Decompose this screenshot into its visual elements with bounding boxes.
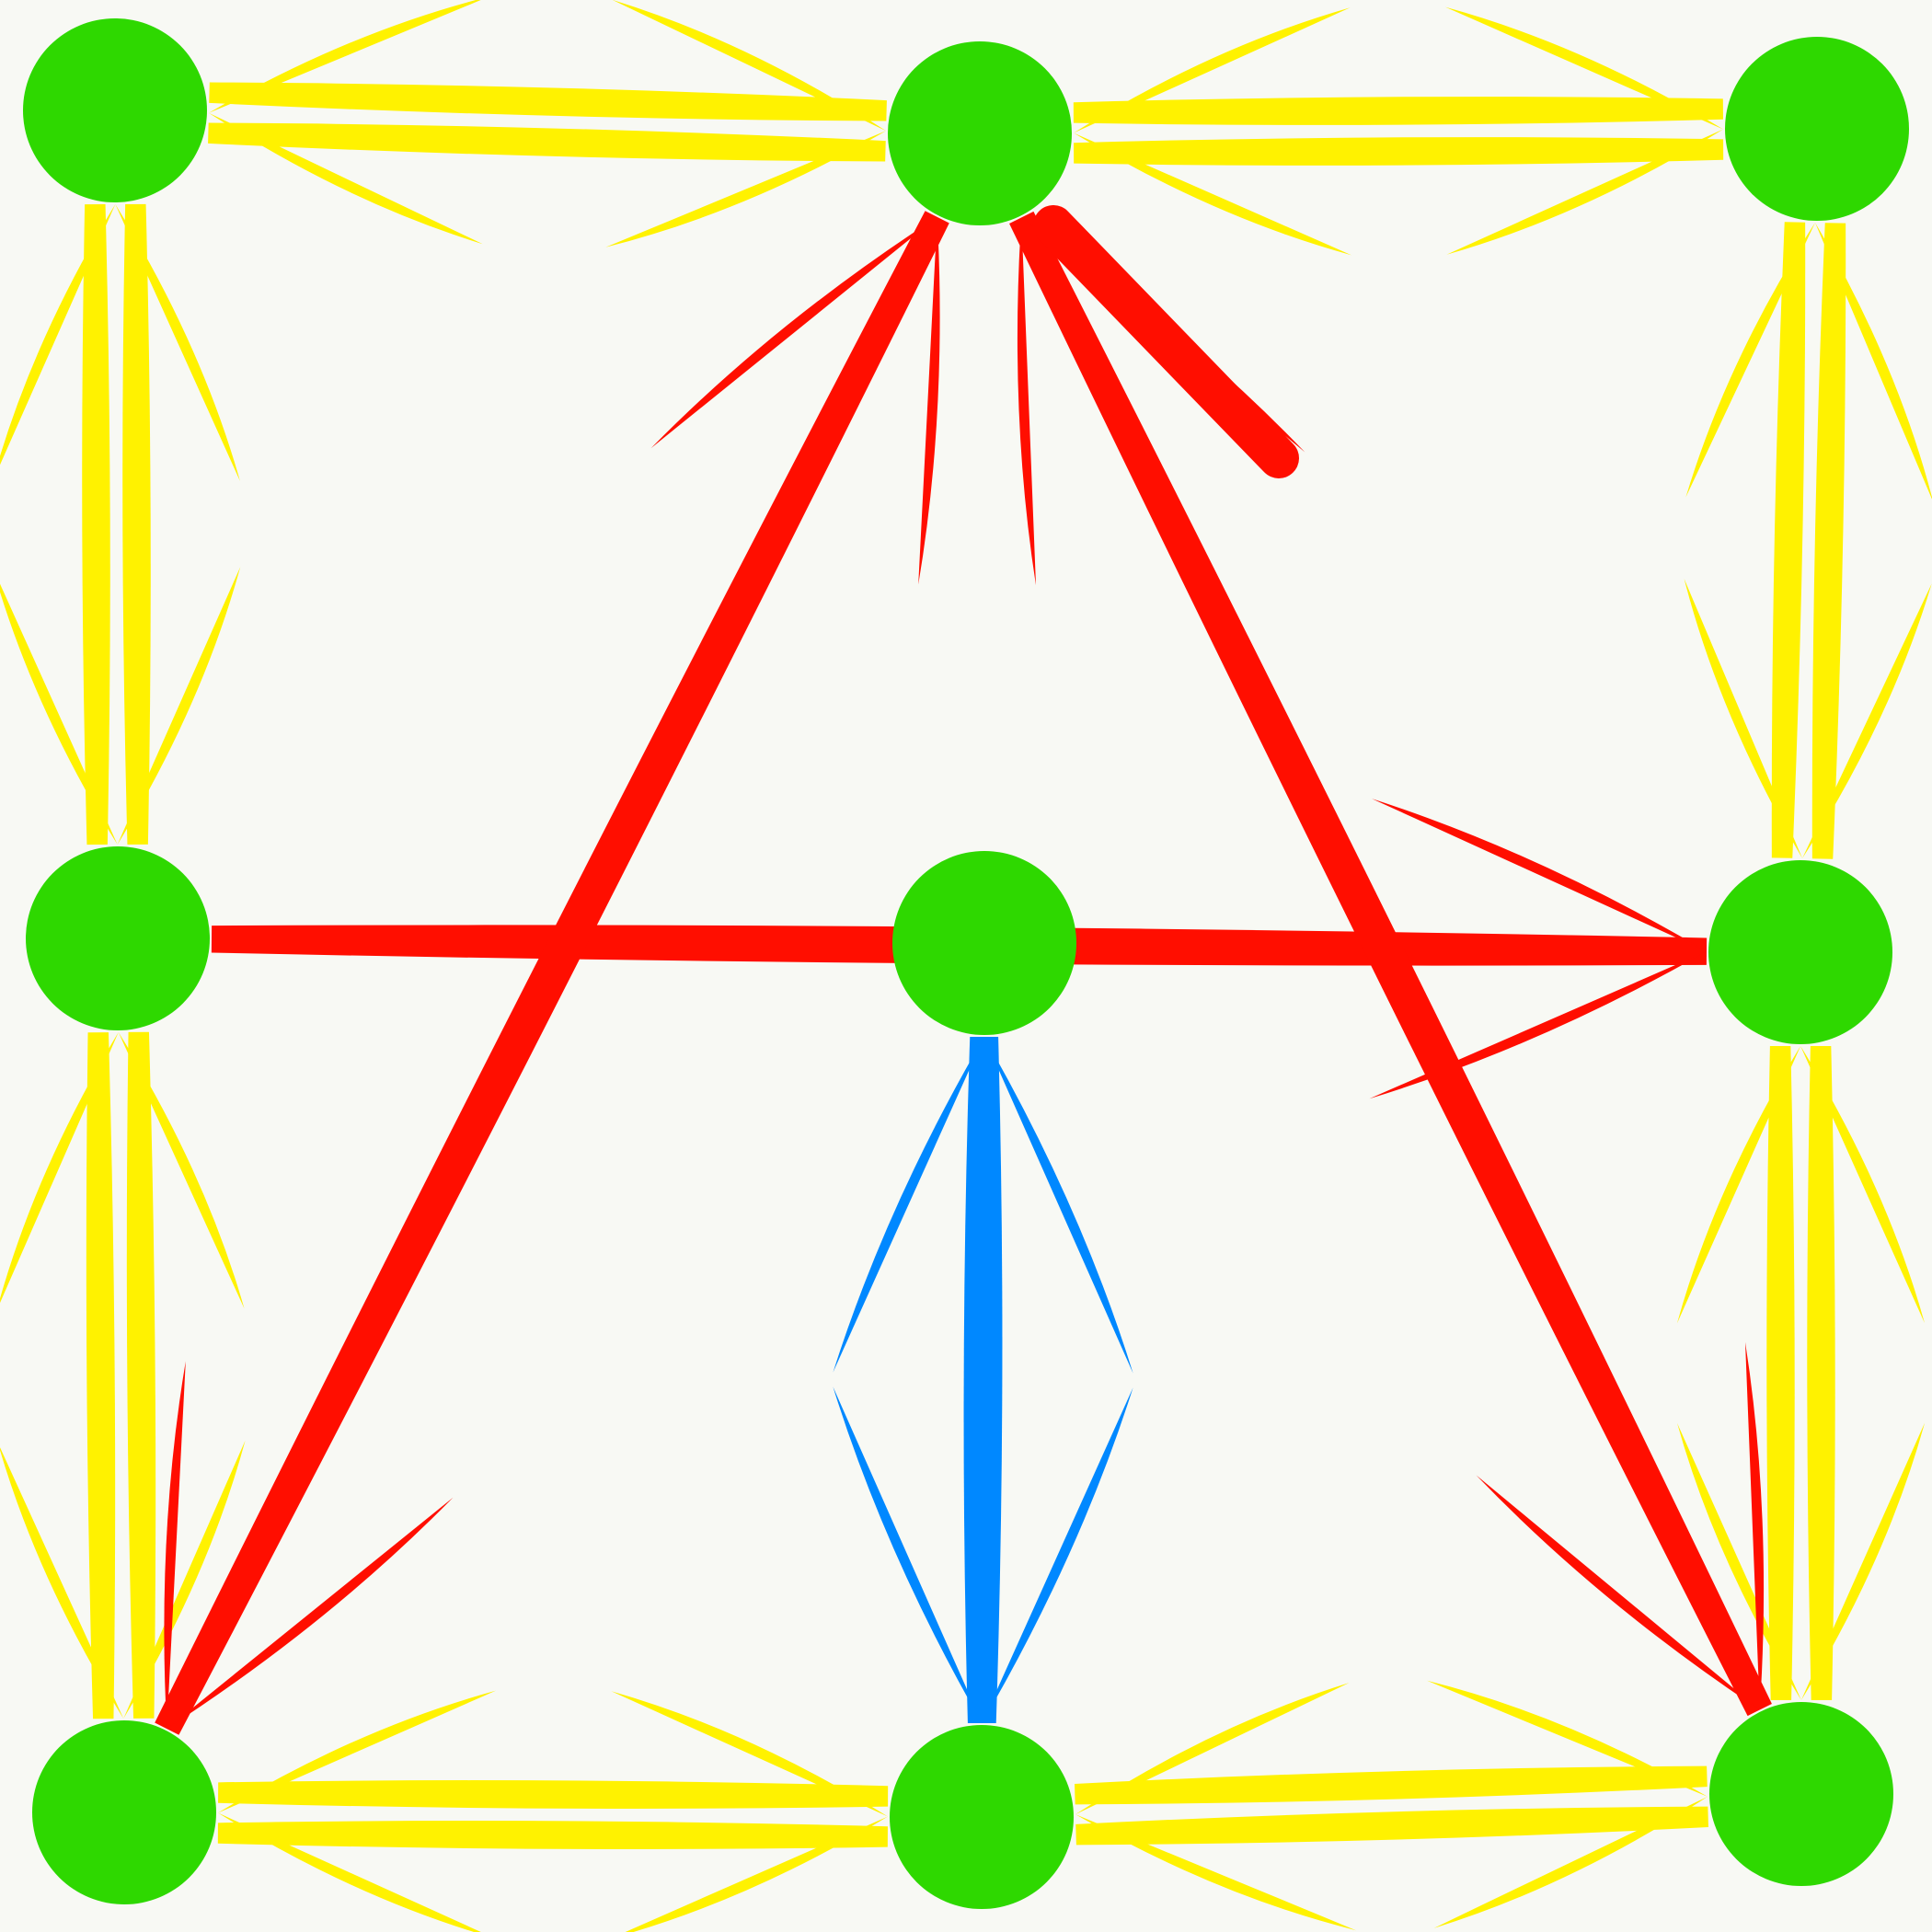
edge-n1-n4 [0, 203, 241, 845]
edge-shaft [1073, 97, 1723, 125]
arrowhead-barb [117, 567, 241, 845]
edge-shaft [1766, 1046, 1795, 1701]
edge-n5-n8 [833, 1036, 1133, 1724]
edge-shaft [1075, 1806, 1708, 1846]
edge-shaft [1074, 137, 1724, 166]
arrowhead-barb [1372, 799, 1708, 952]
node-layer [23, 18, 1909, 1909]
edge-tail-stroke [1033, 205, 1299, 478]
edge-shaft [86, 1032, 116, 1719]
arrowhead-barb [833, 1036, 984, 1373]
arrowhead-barb [1446, 129, 1724, 255]
arrowhead-barb [1684, 579, 1803, 859]
arrowhead-barb [167, 1497, 454, 1730]
arrowhead-barb [1676, 1422, 1801, 1700]
edge-shaft [209, 82, 887, 121]
edge-shaft [126, 1031, 156, 1719]
edge-n3-n6 [1684, 222, 1932, 859]
arrowhead-barb [1685, 222, 1815, 498]
arrowhead-barb [1444, 6, 1724, 130]
edge-shaft [1807, 1045, 1835, 1700]
arrowhead-barb [0, 1032, 119, 1304]
edge-shaft [218, 1780, 889, 1809]
node-n3[interactable] [1725, 37, 1909, 221]
arrowhead-barb [1814, 222, 1932, 500]
arrowhead-barb [1800, 1422, 1926, 1700]
edge-shaft [122, 203, 151, 845]
arrowhead-barb [650, 216, 937, 449]
arrowhead-barb [1676, 1046, 1801, 1324]
node-n2[interactable] [888, 41, 1072, 225]
node-n5[interactable] [892, 851, 1076, 1035]
arrowhead-barb [833, 1386, 983, 1724]
arrowhead-barb [1073, 7, 1351, 133]
edge-shaft [1771, 222, 1806, 858]
arrowhead-barb [625, 1816, 889, 1932]
arrowhead-barb [1800, 1046, 1926, 1324]
edge-n2-n9 [1009, 205, 1772, 1717]
arrowhead-barb [1017, 217, 1036, 586]
node-n7[interactable] [32, 1720, 216, 1904]
arrowhead-barb [1075, 1683, 1350, 1815]
edge-shaft [1009, 211, 1772, 1717]
arrowhead-barb [217, 1690, 497, 1813]
arrowhead-barb [0, 583, 118, 845]
arrowhead-barb [1427, 1680, 1708, 1797]
arrowhead-barb [123, 1440, 246, 1719]
edge-n8-n9 [1075, 1680, 1708, 1931]
arrowhead-barb [208, 0, 481, 113]
arrowhead-barb [1073, 132, 1352, 256]
arrowhead-barb [1745, 1341, 1765, 1710]
node-n6[interactable] [1708, 860, 1892, 1044]
arrowhead-barb [208, 112, 483, 245]
edge-shaft [82, 204, 110, 845]
arrowhead-barb [612, 0, 887, 132]
edge-shaft [963, 1036, 1003, 1724]
arrowhead-barb [0, 203, 116, 466]
arrowhead-barb [611, 1691, 889, 1817]
arrowhead-barb [918, 216, 940, 585]
arrowhead-barb [1802, 583, 1932, 859]
arrowhead-barb [217, 1812, 481, 1932]
node-n1[interactable] [23, 18, 207, 202]
arrowhead-barb [1476, 1475, 1760, 1710]
edge-n4-n7 [0, 1031, 246, 1719]
arrowhead-barb [1075, 1814, 1356, 1931]
edge-shaft [208, 122, 886, 162]
arrowhead-barb [1433, 1796, 1708, 1928]
edge-shaft [155, 211, 949, 1735]
arrowhead-barb [982, 1387, 1133, 1724]
node-n9[interactable] [1709, 1702, 1893, 1886]
edge-n7-n8 [217, 1690, 889, 1932]
arrowhead-barb [605, 131, 887, 247]
edge-n1-n2 [208, 0, 887, 247]
edge-shaft [217, 1821, 888, 1849]
arrowhead-barb [983, 1036, 1133, 1374]
edge-n2-n7 [155, 211, 949, 1735]
edge-shaft [1811, 223, 1846, 859]
edge-n2-n3 [1073, 6, 1724, 256]
edge-n6-n9 [1676, 1045, 1926, 1701]
arrowhead-barb [164, 1361, 186, 1730]
node-n4[interactable] [26, 846, 210, 1030]
arrowhead-barb [118, 1031, 245, 1309]
node-n8[interactable] [890, 1725, 1074, 1909]
edge-shaft [1075, 1765, 1708, 1805]
arrowhead-barb [115, 203, 240, 481]
